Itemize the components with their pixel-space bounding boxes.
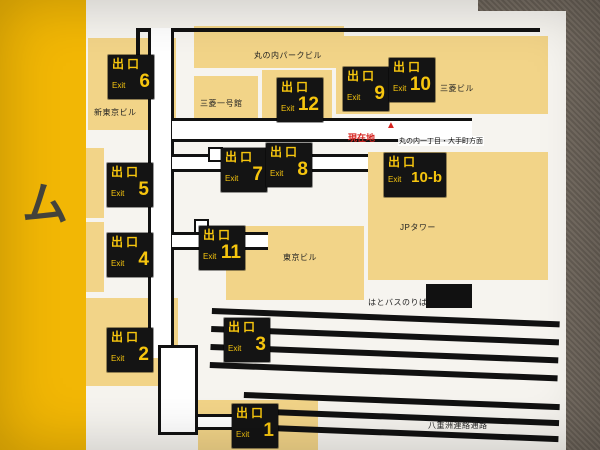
exit-kanji-label: 出口	[225, 150, 256, 164]
panel-partial-text: ム	[22, 178, 68, 230]
wall-right	[566, 0, 600, 450]
exit-number: 12	[297, 93, 319, 115]
exit-number: 4	[138, 248, 149, 270]
exit-en-label: Exit	[225, 173, 239, 183]
direction-label: 丸の内一丁目・大手町方面	[398, 136, 484, 146]
concourse-box	[158, 345, 198, 435]
exit-number: 2	[138, 343, 149, 365]
exit-badge-10b: 出口 Exit 10-b	[384, 153, 446, 197]
stripe	[243, 392, 560, 411]
exit-badge-4: 出口 Exit 4	[107, 233, 153, 277]
building-left-b	[86, 222, 104, 292]
exit-number: 8	[297, 158, 308, 180]
exit-kanji-label: 出口	[228, 320, 259, 334]
corridor-top-line	[136, 28, 540, 32]
exit-en-label: Exit	[112, 80, 126, 90]
exit-kanji-label: 出口	[203, 228, 234, 242]
current-location-triangle-icon: ▲	[386, 120, 396, 131]
stripe	[209, 361, 558, 382]
exit-en-label: Exit	[203, 251, 217, 261]
exit-en-label: Exit	[393, 83, 407, 93]
building-label-shin-tokyo: 新東京ビル	[94, 108, 137, 117]
exit-en-label: Exit	[388, 175, 402, 185]
exit-badge-9: 出口 Exit 9	[343, 67, 389, 111]
station-exit-map: 丸の内パークビル 三菱一号館 新東京ビル 三菱ビル JPタワー 東京ビル はとバ…	[86, 0, 566, 450]
exit-en-label: Exit	[111, 188, 125, 198]
exit-badge-5: 出口 Exit 5	[107, 163, 153, 207]
building-label-jp-tower: JPタワー	[400, 223, 436, 232]
exit-en-label: Exit	[111, 258, 125, 268]
exit-kanji-label: 出口	[111, 165, 142, 179]
exit-badge-1: 出口 Exit 1	[232, 404, 278, 448]
exit-kanji-label: 出口	[347, 69, 378, 83]
exit-number: 9	[374, 82, 385, 104]
building-label-marunouchi-park: 丸の内パークビル	[254, 51, 322, 60]
exit-kanji-label: 出口	[111, 235, 142, 249]
exit-kanji-label: 出口	[281, 80, 312, 94]
exit-badge-8: 出口 Exit 8	[266, 143, 312, 187]
exit-number: 3	[255, 333, 266, 355]
exit-number: 10-b	[411, 168, 442, 186]
building-left-a	[86, 148, 104, 218]
exit-number: 6	[139, 70, 150, 92]
exit-en-label: Exit	[111, 353, 125, 363]
exit-en-label: Exit	[281, 103, 295, 113]
current-location-label: 現在地	[348, 133, 376, 143]
exit-en-label: Exit	[347, 92, 361, 102]
building-mitsubishi-ichigokan	[194, 76, 258, 122]
building-label-mitsubishi-ichigokan: 三菱一号館	[200, 99, 243, 108]
corridor-top-drop	[136, 28, 140, 60]
exit-en-label: Exit	[270, 168, 284, 178]
stripe	[243, 407, 560, 427]
exit-badge-3: 出口 Exit 3	[224, 318, 270, 362]
exit-number: 10	[409, 73, 431, 95]
exit-kanji-label: 出口	[111, 330, 142, 344]
exit-number: 11	[220, 241, 241, 263]
exit-kanji-label: 出口	[270, 145, 301, 159]
building-label-tokyo: 東京ビル	[283, 253, 317, 262]
exit-number: 7	[252, 163, 263, 185]
building-label-mitsubishi: 三菱ビル	[440, 84, 474, 93]
wall-top-corner	[478, 0, 600, 11]
exit-badge-7: 出口 Exit 7	[221, 148, 267, 192]
stripe	[242, 423, 559, 443]
building-marunouchi-park	[194, 26, 344, 68]
building-label-yaesu: 八重洲連絡通路	[428, 421, 488, 430]
exit-en-label: Exit	[236, 429, 250, 439]
exit-badge-2: 出口 Exit 2	[107, 328, 153, 372]
exit-number: 5	[138, 178, 149, 200]
exit-kanji-label: 出口	[112, 57, 143, 71]
building-label-hatobus: はとバスのりば	[368, 298, 428, 307]
yellow-side-panel: ム	[0, 0, 86, 450]
exit-kanji-label: 出口	[388, 155, 419, 169]
exit-number: 1	[263, 419, 274, 441]
exit-kanji-label: 出口	[393, 60, 424, 74]
exit-kanji-label: 出口	[236, 406, 267, 420]
exit-badge-6: 出口 Exit 6	[108, 55, 154, 99]
exit-en-label: Exit	[228, 343, 242, 353]
building-block-dark	[426, 284, 472, 308]
